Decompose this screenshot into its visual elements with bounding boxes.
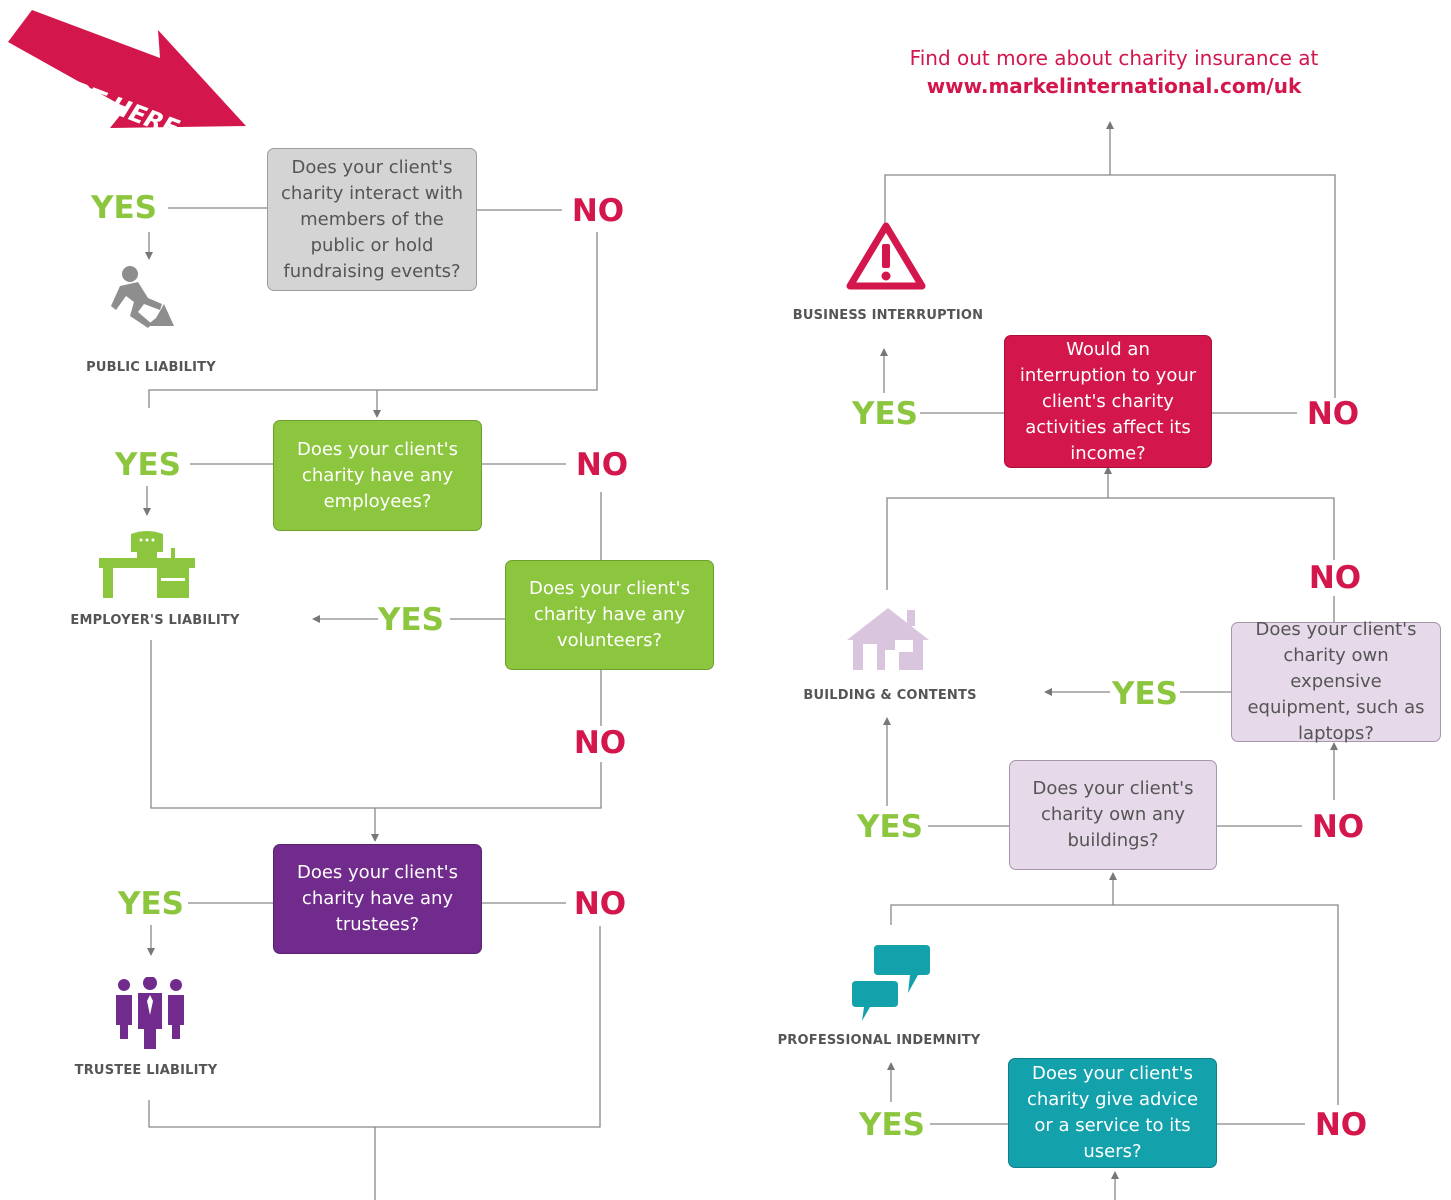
employees-yes-label: YES	[115, 447, 181, 483]
cover-professional-indemnity: PROFESSIONAL INDEMNITY	[777, 1033, 981, 1048]
more-info-text: Find out more about charity insurance at…	[864, 44, 1364, 100]
cover-employers-liability: EMPLOYER'S LIABILITY	[70, 613, 240, 628]
equipment-no-label: NO	[1308, 560, 1362, 596]
more-info-url[interactable]: www.markelinternational.com/uk	[926, 74, 1302, 98]
public-no-label: NO	[571, 193, 625, 229]
question-trustees-text: Does your client's charity have any trus…	[296, 862, 458, 935]
question-volunteers-box: Does your client's charity have any volu…	[505, 560, 714, 670]
interruption-no-label: NO	[1306, 396, 1360, 432]
team-icon	[116, 977, 184, 1049]
question-interruption-text: Would an interruption to your client's c…	[1019, 338, 1197, 464]
more-info-caption: Find out more about charity insurance at	[909, 46, 1319, 70]
desk-icon	[99, 531, 195, 598]
question-employees-box: Does your client's charity have any empl…	[273, 420, 482, 531]
employees-no-label: NO	[575, 447, 629, 483]
cover-trustee-liability: TRUSTEE LIABILITY	[74, 1063, 218, 1078]
question-advice-text: Does your client's charity give advice o…	[1026, 1063, 1199, 1162]
advice-no-label: NO	[1314, 1107, 1368, 1143]
advice-yes-label: YES	[859, 1107, 925, 1143]
question-buildings-box: Does your client's charity own any build…	[1009, 760, 1217, 870]
question-equipment-box: Does your client's charity own expensive…	[1231, 619, 1441, 744]
question-public-text: Does your client's charity interact with…	[280, 156, 463, 282]
question-equipment-text: Does your client's charity own expensive…	[1247, 619, 1425, 744]
interruption-yes-label: YES	[852, 396, 918, 432]
question-buildings-text: Does your client's charity own any build…	[1032, 778, 1194, 851]
trustees-no-label: NO	[573, 886, 627, 922]
start-here-banner: START HERE	[0, 0, 260, 143]
warning-icon	[846, 222, 926, 290]
volunteers-no-label: NO	[573, 725, 627, 761]
house-icon	[847, 608, 929, 670]
question-interruption-box: Would an interruption to your client's c…	[1004, 335, 1212, 468]
cover-building-contents: BUILDING & CONTENTS	[803, 688, 977, 703]
cover-public-liability: PUBLIC LIABILITY	[86, 360, 216, 375]
question-advice-box: Does your client's charity give advice o…	[1008, 1058, 1217, 1168]
question-trustees-box: Does your client's charity have any trus…	[273, 844, 482, 954]
trustees-yes-label: YES	[118, 886, 184, 922]
question-employees-text: Does your client's charity have any empl…	[296, 438, 458, 512]
buildings-no-label: NO	[1311, 809, 1365, 845]
start-arrow-icon	[8, 10, 246, 128]
slip-fall-icon	[111, 266, 174, 328]
buildings-yes-label: YES	[857, 809, 923, 845]
question-volunteers-text: Does your client's charity have any volu…	[528, 578, 690, 651]
equipment-yes-label: YES	[1112, 676, 1178, 712]
cover-business-interruption: BUSINESS INTERRUPTION	[792, 308, 984, 323]
question-public-box: Does your client's charity interact with…	[267, 148, 477, 291]
volunteers-yes-label: YES	[378, 602, 444, 638]
public-yes-label: YES	[91, 190, 157, 226]
speech-bubbles-icon	[852, 945, 930, 1021]
